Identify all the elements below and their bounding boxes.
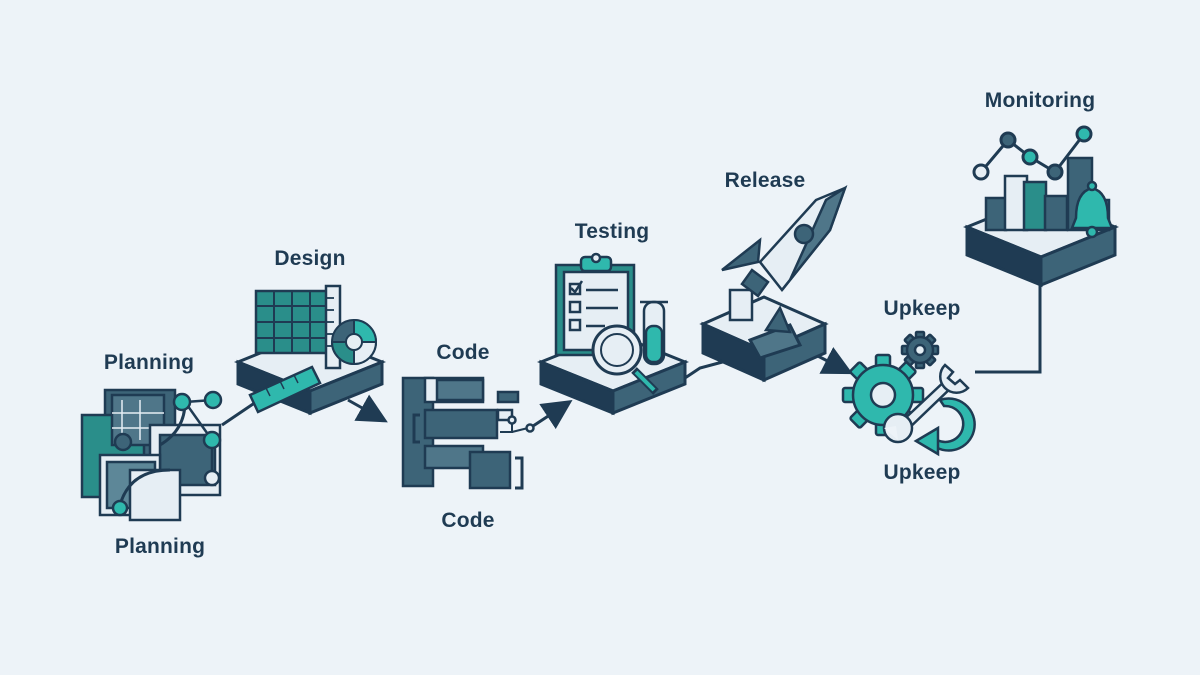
test-tube-icon: [640, 300, 668, 366]
connector-code-testing: [529, 400, 573, 430]
connector-testing-release: [684, 358, 731, 380]
planning-cluster-icon: [80, 388, 223, 522]
ruler-icon: [248, 365, 322, 414]
label-code-top: Code: [436, 341, 490, 364]
connector-design-code: [347, 394, 388, 423]
label-release: Release: [724, 169, 806, 192]
connector-upkeep-monitoring: [975, 282, 1042, 374]
label-testing: Testing: [574, 220, 650, 243]
label-code-bottom: Code: [441, 509, 495, 532]
magnifier-icon: [591, 324, 659, 395]
label-design: Design: [274, 247, 346, 270]
label-monitoring: Monitoring: [984, 89, 1096, 112]
code-brackets-icon: [401, 376, 535, 490]
gear-small: [900, 330, 940, 370]
gear-large: [841, 353, 925, 437]
color-wheel-icon: [330, 318, 378, 366]
label-planning-top: Planning: [103, 351, 195, 374]
label-upkeep-bottom: Upkeep: [883, 461, 961, 484]
cycle-arrow-icon: [913, 397, 976, 457]
wrench-icon: [882, 363, 970, 444]
label-planning-bottom: Planning: [114, 535, 206, 558]
bell-icon: [1070, 180, 1114, 239]
release-platform: [699, 295, 829, 383]
label-upkeep-top: Upkeep: [883, 297, 961, 320]
line-chart-icon: [972, 125, 1093, 181]
rocket-icon: [721, 185, 848, 334]
blueprint-grid-icon: [254, 284, 342, 370]
gear-icon: [841, 330, 940, 437]
